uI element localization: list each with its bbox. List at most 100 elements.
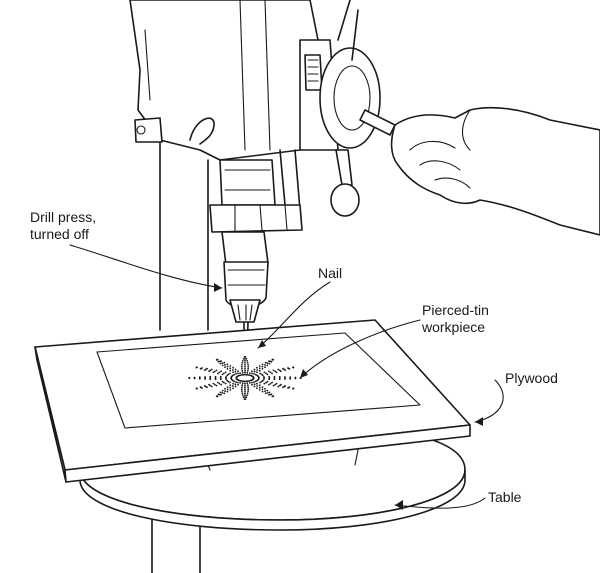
pierced-dot [229, 389, 232, 391]
pierced-dot [261, 368, 264, 370]
pierced-dot [258, 384, 261, 387]
pierced-dot [253, 385, 256, 388]
pierced-dot [247, 367, 250, 370]
pierced-dot [261, 365, 264, 368]
pierced-dot [215, 369, 218, 372]
pierced-dot [261, 363, 264, 366]
pierced-dot [258, 369, 261, 372]
pierced-dot [251, 383, 253, 386]
pierced-dot [241, 374, 244, 376]
pierced-dot [229, 384, 232, 387]
feed-handle-hub [299, 0, 396, 217]
pierced-dot [256, 379, 258, 382]
pierced-dot [242, 373, 245, 376]
pierced-dot [246, 382, 249, 385]
pierced-dot [245, 396, 248, 398]
pierced-dot [264, 387, 266, 390]
pierced-dot [235, 373, 238, 375]
pierced-dot [241, 392, 244, 394]
pierced-dot [289, 377, 292, 380]
pierced-dot [245, 373, 248, 376]
pierced-dot [234, 370, 237, 373]
pierced-dot [241, 369, 244, 372]
drill-press-label-line-1: Drill press, [30, 209, 97, 225]
pierced-dot [244, 367, 246, 370]
pierced-dot [264, 364, 266, 366]
pierced-dot [273, 378, 276, 381]
pierced-dot [237, 370, 239, 373]
pierced-dot [198, 376, 201, 379]
workpiece-label-line-1: Pierced-tin [422, 302, 489, 318]
pierced-dot [237, 381, 239, 384]
pierced-dot [244, 373, 246, 376]
pierced-dot [246, 392, 249, 394]
pierced-dot [256, 382, 258, 385]
pierced-dot [224, 366, 226, 369]
pierced-dot [226, 365, 229, 368]
pierced-dot [242, 380, 245, 383]
pierced-dot [246, 384, 249, 387]
pierced-dot [195, 387, 198, 390]
pierced-dot [209, 369, 212, 372]
pierced-dot [223, 381, 225, 384]
pierced-dot [199, 386, 202, 388]
pierced-dot [284, 378, 286, 380]
pierced-dot [271, 395, 274, 398]
pierced-dot [234, 385, 237, 388]
pierced-dot [244, 363, 246, 366]
pierced-dot [203, 385, 206, 387]
pierced-dot [221, 362, 224, 364]
pierced-dot [264, 366, 266, 369]
pierced-dot [278, 384, 281, 387]
pierced-dot [242, 396, 245, 398]
pierced-dot [251, 370, 253, 373]
pierced-dot [226, 379, 229, 382]
pierced-dot [253, 383, 256, 386]
pierced-dot [223, 361, 226, 364]
pierced-dot [219, 375, 222, 378]
pierced-dot [244, 356, 247, 358]
pierced-dot [224, 364, 226, 366]
leader-table [394, 497, 486, 509]
pierced-dot [244, 390, 246, 393]
pierced-dot [237, 383, 239, 386]
tin-sheet [96, 332, 421, 429]
pierced-dot [263, 371, 266, 374]
drill-press-column [151, 134, 209, 573]
pierced-dot [215, 395, 218, 398]
pierced-dot [241, 360, 244, 362]
pierced-dot [210, 385, 213, 388]
pierced-dot [226, 390, 229, 393]
pierced-dot [256, 387, 258, 390]
pierced-dot [229, 365, 232, 367]
pierced-dot [253, 373, 255, 375]
pierced-dot [240, 365, 243, 368]
pierced-dot [278, 378, 281, 381]
pierced-dot [223, 372, 225, 375]
pierced-dot [261, 388, 264, 391]
pierced-dot [246, 371, 249, 374]
pierced-dot [246, 362, 249, 364]
pierced-dot [232, 387, 235, 390]
plywood-board [34, 319, 471, 483]
pierced-dot [224, 382, 227, 385]
pierced-dot [275, 371, 278, 374]
pierced-dot [258, 389, 261, 391]
pierced-dot [221, 373, 224, 376]
pierced-dot [219, 391, 222, 394]
pierced-dot [266, 362, 269, 364]
pierced-dot [206, 367, 208, 370]
pierced-dot [239, 372, 242, 374]
pierced-dot [292, 366, 295, 369]
pierced-dot [247, 386, 250, 389]
pierced-dot [249, 382, 251, 384]
pierced-dot [224, 387, 226, 390]
pierced-dot [214, 375, 217, 378]
pierced-dot [239, 374, 242, 376]
pierced-star-pattern [188, 356, 302, 400]
pierced-dot [233, 373, 236, 376]
drill-press-head [129, 0, 319, 323]
drill-press-label: Drill press, turned off [30, 209, 96, 243]
pierced-dot [287, 387, 289, 389]
